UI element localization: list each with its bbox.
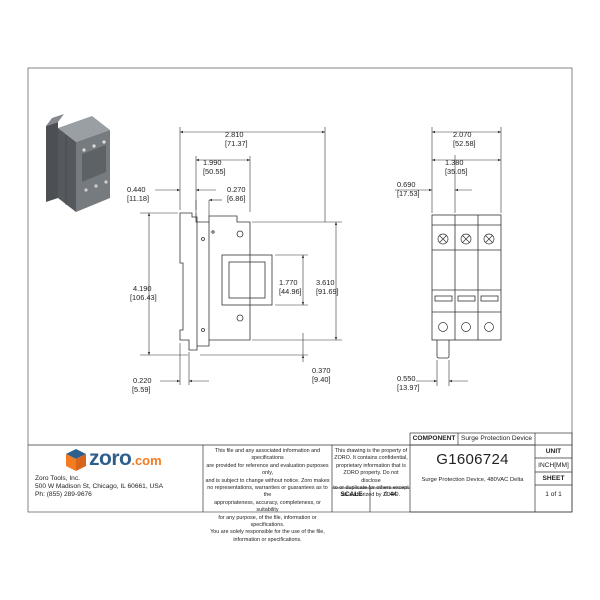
brand-prefix: zoro — [89, 447, 132, 470]
company-name: Zoro Tools, Inc. — [35, 475, 80, 482]
dim-side-overall-width: 2.070 — [453, 130, 472, 139]
dim-window-height: 1.770 — [279, 278, 298, 287]
side-view — [431, 214, 502, 359]
dim-pole-width-mm: [17.53] — [397, 189, 420, 198]
legal-disclaimer: This file and any associated information… — [204, 448, 331, 544]
dim-overall-height-mm: [106.43] — [130, 293, 157, 302]
brand-suffix: .com — [131, 453, 162, 468]
zoro-logo-cube-icon — [66, 449, 86, 471]
company-phone: Ph: (855) 289-9676 — [35, 491, 92, 498]
property-line: proprietary information that is — [336, 462, 406, 469]
dim-body-height: 3.610 — [316, 278, 335, 287]
dim-two-pole-width: 1.380 — [445, 158, 464, 167]
isometric-view — [46, 114, 110, 212]
dim-latch-width-mm: [13.97] — [397, 383, 420, 392]
part-description: Surge Protection Device, 480VAC Delta — [421, 477, 524, 483]
legal-line: and is subject to change without notice.… — [205, 477, 330, 484]
unit-label: UNIT — [545, 448, 562, 455]
sheet-value: 1 of 1 — [545, 491, 562, 498]
property-line: ZORO property. Do not disclose — [343, 470, 399, 484]
legal-line: for any purpose, of the file, informatio… — [218, 514, 317, 529]
front-dimension-lines — [140, 127, 342, 385]
part-number: G1606724 — [436, 451, 509, 468]
dim-two-pole-width-mm: [35.05] — [445, 167, 468, 176]
dim-pole-width: 0.690 — [397, 180, 416, 189]
scale-label: SCALE — [340, 491, 363, 498]
unit-value: INCH[MM] — [538, 462, 569, 469]
dim-body-width: 1.990 — [203, 158, 222, 167]
title-block-grid — [28, 432, 573, 513]
legal-line: no representations, warranties or guaran… — [207, 485, 328, 499]
legal-line: information or specifications. — [233, 536, 302, 543]
dim-tab-width-mm: [6.86] — [227, 194, 246, 203]
legal-line: are provided for reference and evaluatio… — [206, 462, 329, 477]
dim-overall-width: 2.810 — [225, 130, 244, 139]
dim-side-overall-width-mm: [52.58] — [453, 139, 476, 148]
dim-bottom-offset: 0.370 — [312, 366, 331, 375]
legal-line: You are solely responsible for the use o… — [210, 529, 325, 536]
dim-overall-width-mm: [71.37] — [225, 139, 248, 148]
property-line: to or duplicate for others except — [333, 485, 409, 492]
dim-overall-height: 4.190 — [133, 284, 152, 293]
sheet-label: SHEET — [542, 475, 565, 482]
dim-tab-width: 0.270 — [227, 185, 246, 194]
scale-value: 0.44 — [384, 491, 397, 498]
legal-line: This file and any associated information… — [214, 448, 321, 462]
company-address: 500 W Madison St, Chicago, IL 60661, USA — [35, 483, 164, 490]
dim-left-offset: 0.440 — [127, 185, 146, 194]
property-line: as authorized by ZORO. — [341, 492, 401, 499]
legal-line: appropriateness, accuracy, completeness,… — [214, 499, 321, 514]
sheet-border — [27, 67, 573, 513]
property-notice: This drawing is the property of ZORO. It… — [333, 448, 409, 500]
component-label: COMPONENT — [412, 435, 456, 442]
dim-left-offset-mm: [11.18] — [127, 194, 149, 203]
front-view — [179, 212, 273, 351]
brand-logo: zoro.com — [89, 447, 162, 471]
component-value: Surge Protection Device — [460, 435, 533, 442]
property-line: This drawing is the property of — [334, 448, 408, 454]
dim-bottom-offset-mm: [9.40] — [312, 375, 331, 384]
side-dimension-lines — [395, 127, 502, 386]
dim-foot-width: 0.220 — [133, 376, 152, 385]
dim-foot-width-mm: [5.59] — [132, 385, 151, 394]
dim-latch-width: 0.550 — [397, 374, 416, 383]
dim-body-width-mm: [50.55] — [203, 167, 226, 176]
side-view-terminals — [437, 233, 495, 332]
dim-body-height-mm: [91.69] — [316, 287, 339, 296]
dim-window-height-mm: [44.96] — [279, 287, 302, 296]
property-line: ZORO. It contains confidential, — [334, 455, 408, 462]
